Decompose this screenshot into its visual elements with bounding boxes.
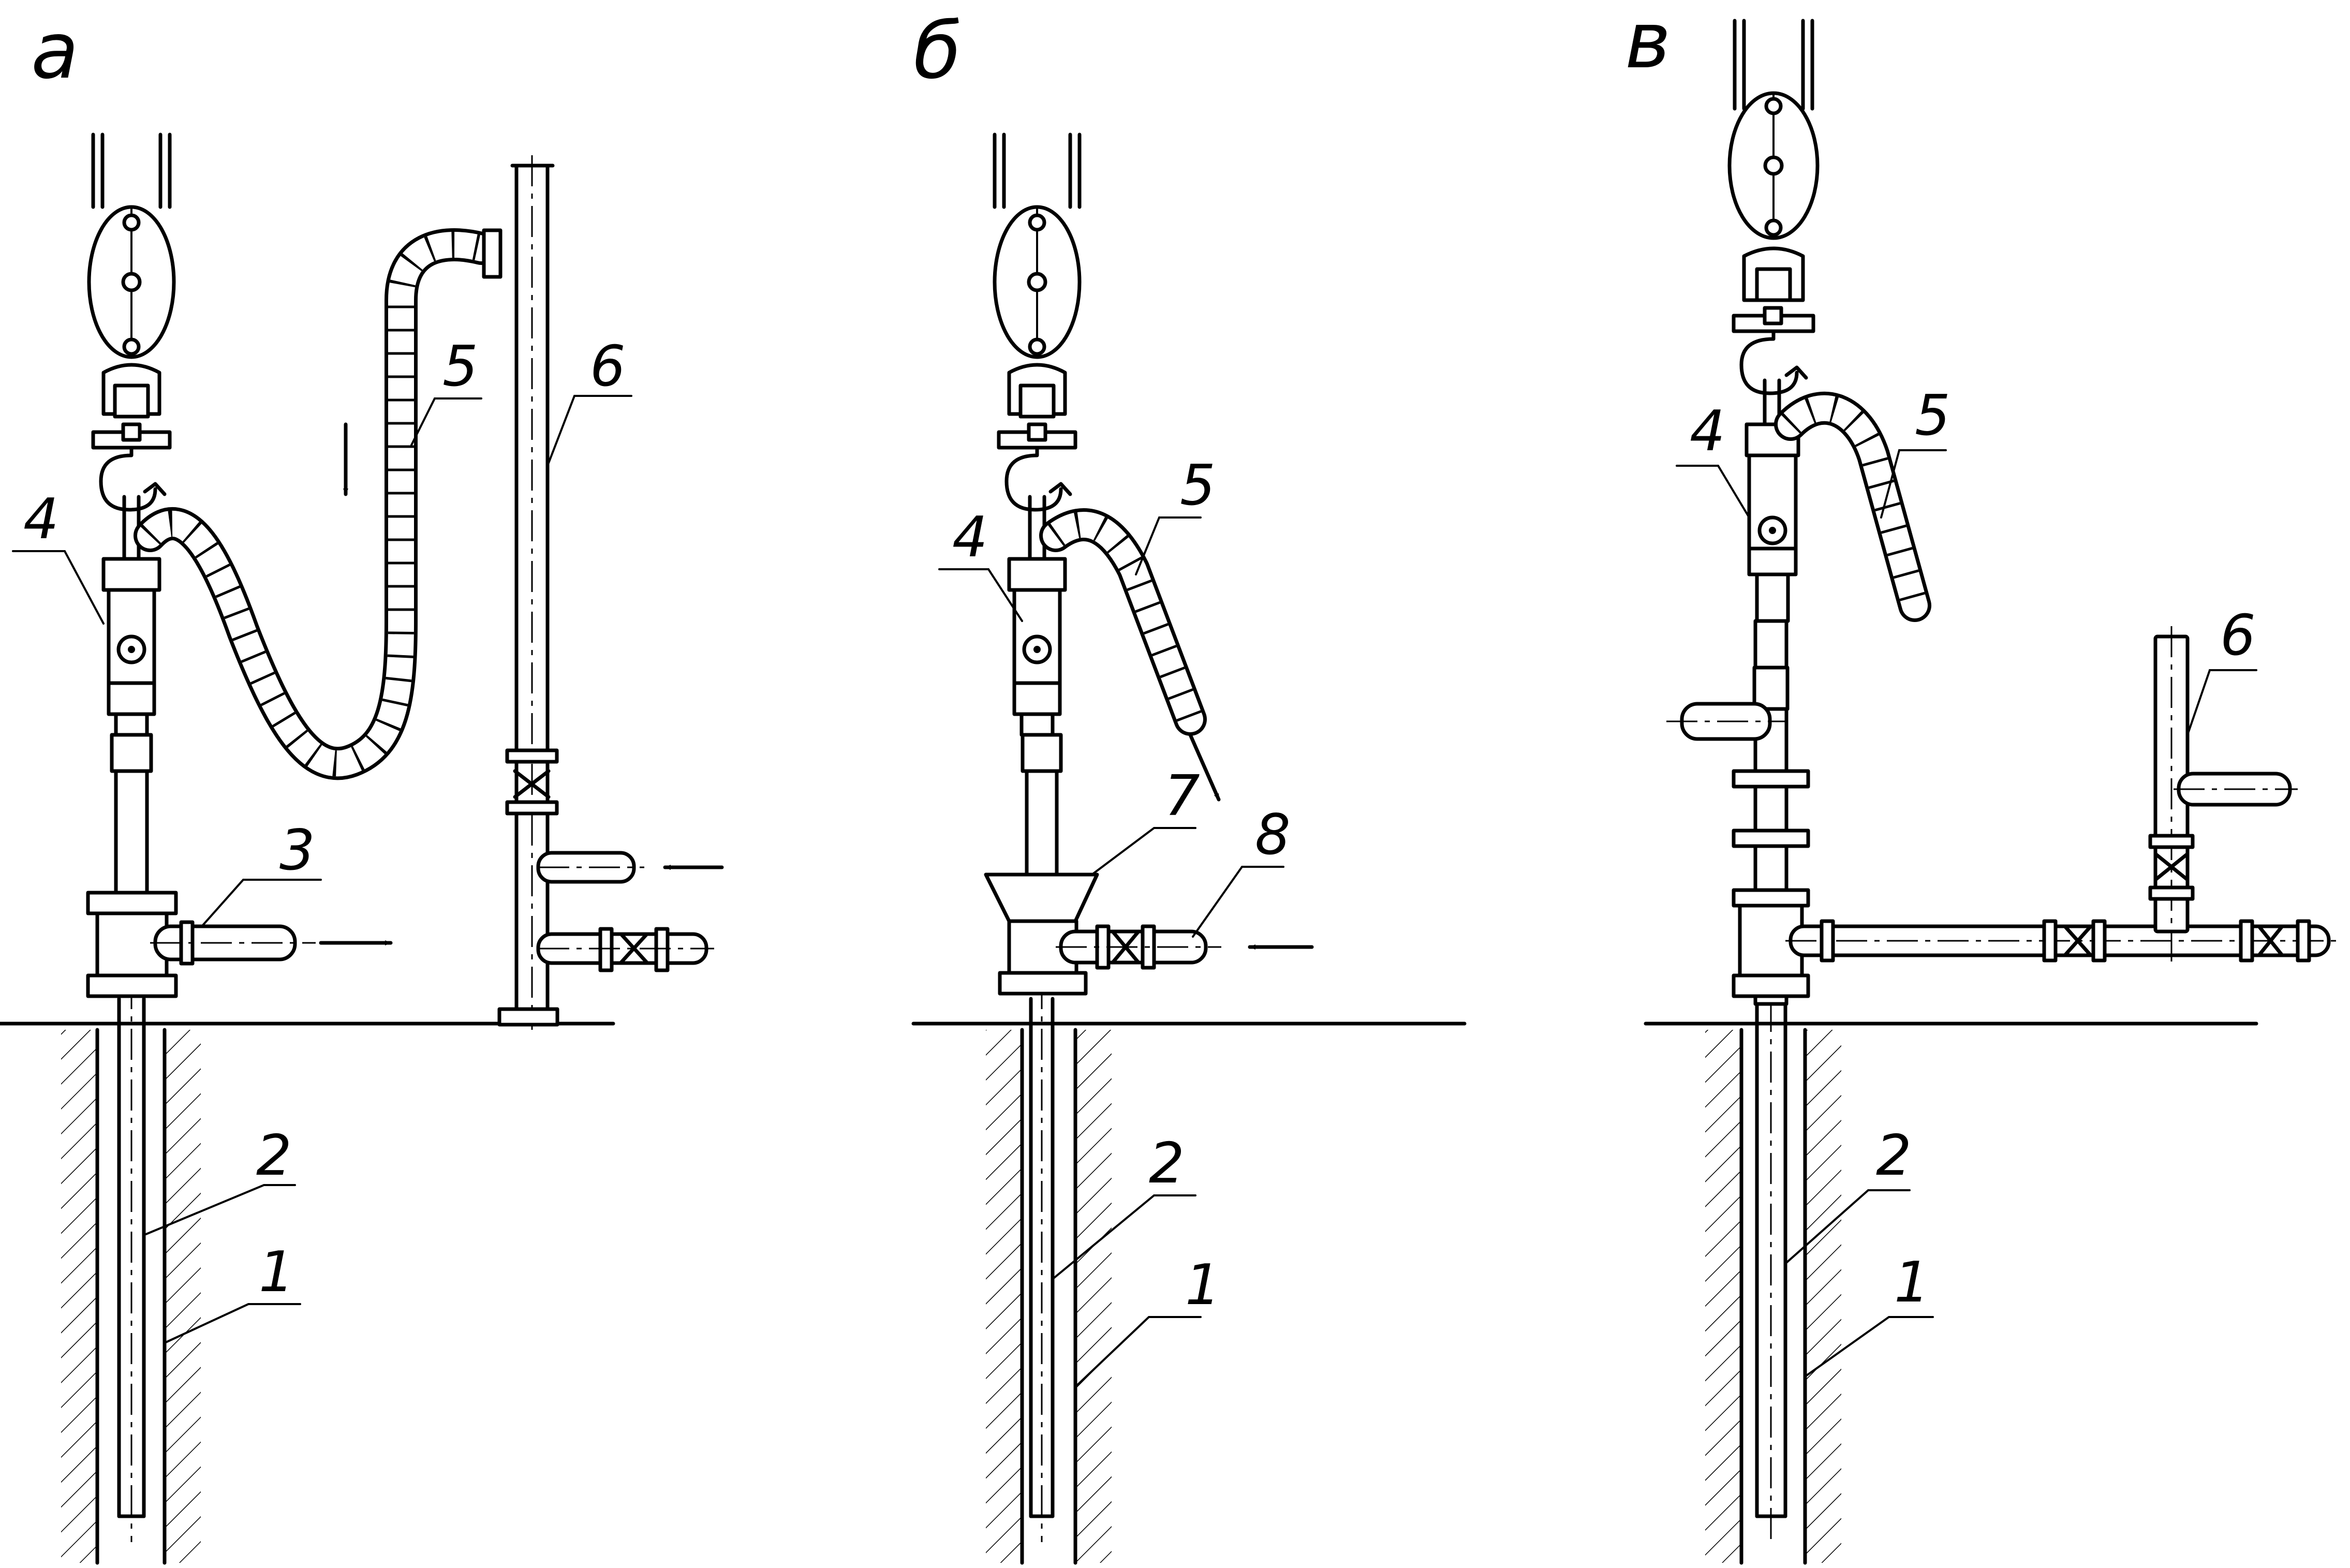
cementing-swivel-a [101, 495, 161, 737]
leaders-b [938, 516, 1284, 1388]
hoist-block-v [1727, 19, 1820, 395]
callout-6-a: 6 [590, 334, 626, 399]
callout-5-b: 5 [1180, 453, 1216, 518]
panel-v-label: в [1625, 0, 1671, 86]
callout-1-a: 1 [259, 1240, 294, 1305]
ground-b [911, 1022, 1467, 1565]
hoist-block-a [87, 132, 176, 512]
panel-b: б [911, 6, 1467, 1565]
standpipe-a [497, 155, 724, 1030]
panel-a: а [0, 6, 724, 1565]
well-pipe-v [1666, 595, 2339, 1542]
hoist-block-b [993, 132, 1082, 512]
ground-v [1644, 1022, 2258, 1565]
well-pipe-b [984, 724, 1314, 1542]
callout-4-a: 4 [23, 487, 59, 552]
cement-hose-b [1039, 508, 1221, 802]
cement-hose-v [1774, 391, 1931, 622]
callout-1-b: 1 [1185, 1253, 1221, 1318]
leaders-a [12, 395, 632, 1344]
callout-1-v: 1 [1894, 1250, 1930, 1315]
callout-2-b: 2 [1149, 1131, 1185, 1196]
callout-2-a: 2 [256, 1123, 292, 1188]
well-pipe-a [86, 724, 393, 1542]
callout-5-a: 5 [442, 334, 478, 399]
ground-a [0, 1022, 615, 1565]
callout-7-b: 7 [1164, 764, 1200, 829]
callout-4-v: 4 [1690, 399, 1725, 464]
callout-5-v: 5 [1915, 383, 1950, 448]
callout-6-v: 6 [2220, 603, 2256, 668]
callout-4-b: 4 [952, 505, 988, 570]
callout-3-a: 3 [279, 818, 315, 883]
panel-b-label: б [913, 6, 962, 96]
panel-v: в [1625, 0, 2339, 1565]
leaders-v [1676, 449, 2257, 1378]
callout-2-v: 2 [1876, 1123, 1912, 1188]
callout-8-b: 8 [1255, 803, 1291, 867]
panel-a-label: а [31, 6, 79, 96]
cementing-swivel-b [1007, 495, 1067, 737]
cement-hose-a [134, 228, 502, 780]
